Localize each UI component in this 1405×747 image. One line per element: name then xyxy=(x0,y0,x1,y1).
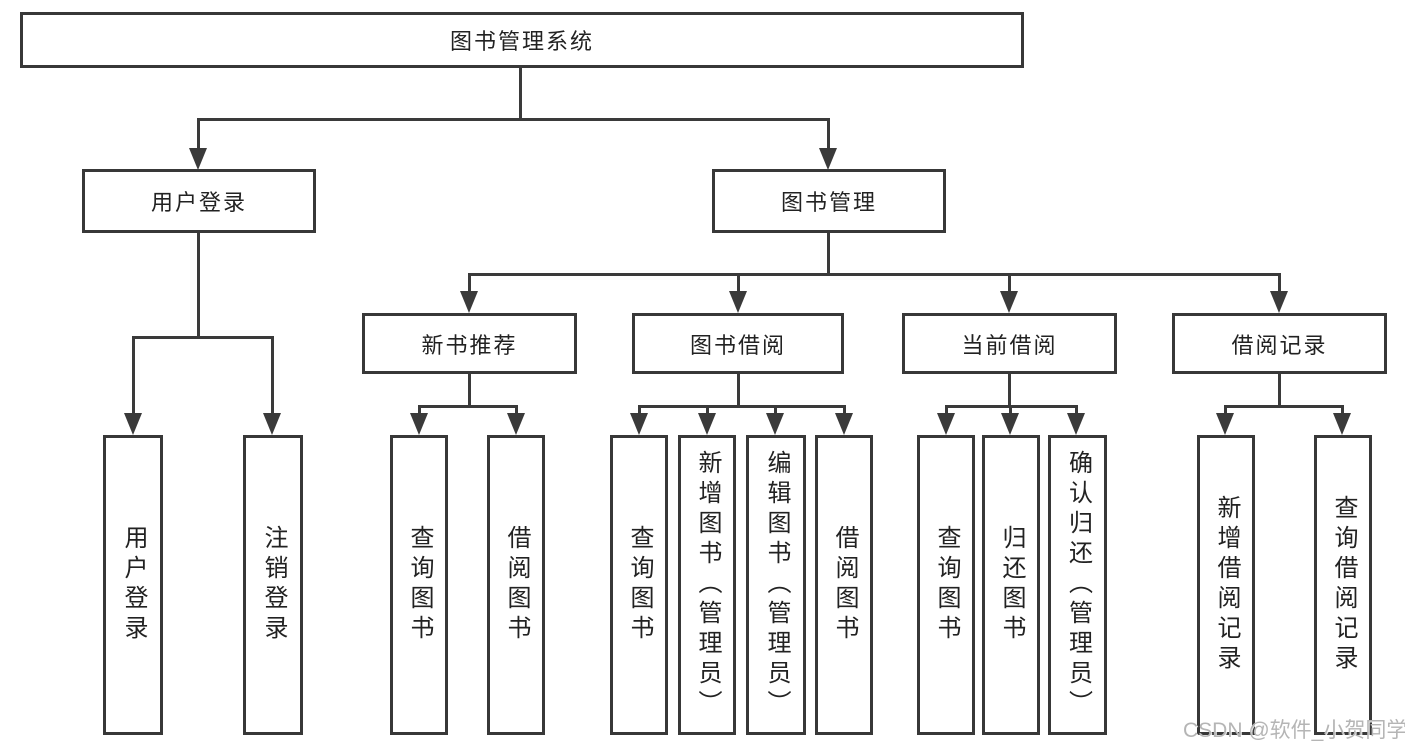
connector-line xyxy=(1278,374,1281,405)
connector-line xyxy=(418,405,421,414)
leaf-edit-book-admin: 编辑图书（管理员） xyxy=(746,435,806,735)
connector-arrowhead xyxy=(1067,413,1085,435)
connector-line xyxy=(638,405,846,408)
leaf-user-login-label: 用户登录 xyxy=(120,525,147,645)
connector-arrowhead xyxy=(630,413,648,435)
connector-line xyxy=(1075,405,1078,414)
connector-arrowhead xyxy=(1000,291,1018,313)
connector-line xyxy=(418,405,518,408)
connector-arrowhead xyxy=(189,148,207,170)
connector-line xyxy=(1224,405,1227,414)
connector-line xyxy=(1341,405,1344,414)
leaf-logout: 注销登录 xyxy=(243,435,303,735)
node-borrowing-records-label: 借阅记录 xyxy=(1231,332,1328,358)
connector-line xyxy=(197,233,200,336)
connector-arrowhead xyxy=(766,413,784,435)
connector-line xyxy=(827,118,830,149)
leaf-edit-book-admin-label: 编辑图书（管理员） xyxy=(763,450,790,720)
node-user-login-label: 用户登录 xyxy=(150,190,247,215)
connector-line xyxy=(197,118,830,121)
leaf-query-borrow-record: 查询借阅记录 xyxy=(1314,435,1372,735)
leaf-borrow-books-borrowing-label: 借阅图书 xyxy=(831,525,858,645)
connector-line xyxy=(132,336,274,339)
leaf-query-books-recommend: 查询图书 xyxy=(390,435,448,735)
leaf-query-books-borrowing: 查询图书 xyxy=(610,435,668,735)
connector-line xyxy=(706,405,709,414)
connector-line xyxy=(468,273,471,293)
leaf-user-login: 用户登录 xyxy=(103,435,163,735)
leaf-query-books-borrowing-label: 查询图书 xyxy=(626,525,653,645)
watermark: CSDN @软件_小贺同学 xyxy=(1183,719,1405,742)
connector-arrowhead xyxy=(835,413,853,435)
connector-line xyxy=(519,68,522,118)
leaf-add-borrow-record: 新增借阅记录 xyxy=(1197,435,1255,735)
leaf-logout-label: 注销登录 xyxy=(260,525,287,645)
connector-line xyxy=(1008,273,1011,293)
connector-line xyxy=(1009,405,1012,414)
connector-line xyxy=(1278,273,1281,293)
leaf-query-books-recommend-label: 查询图书 xyxy=(406,525,433,645)
leaf-confirm-return-admin-label: 确认归还（管理员） xyxy=(1064,450,1092,720)
leaf-borrow-books-borrowing: 借阅图书 xyxy=(815,435,873,735)
connector-arrowhead xyxy=(729,291,747,313)
connector-line xyxy=(945,405,948,414)
leaf-add-book-admin: 新增图书（管理员） xyxy=(678,435,736,735)
connector-line xyxy=(271,336,274,413)
node-book-management-label: 图书管理 xyxy=(780,190,877,215)
connector-arrowhead xyxy=(460,291,478,313)
connector-arrowhead xyxy=(124,413,142,435)
connector-line xyxy=(737,273,740,293)
connector-line xyxy=(638,405,641,414)
connector-line xyxy=(774,405,777,414)
node-root-label: 图书管理系统 xyxy=(449,29,594,54)
connector-arrowhead xyxy=(1333,413,1351,435)
leaf-borrow-books-recommend-label: 借阅图书 xyxy=(503,525,530,645)
connector-line xyxy=(468,273,1281,276)
connector-arrowhead xyxy=(410,413,428,435)
leaf-query-borrow-record-label: 查询借阅记录 xyxy=(1330,495,1357,675)
node-borrowing-records: 借阅记录 xyxy=(1172,313,1387,374)
connector-arrowhead xyxy=(1001,413,1019,435)
leaf-query-books-current: 查询图书 xyxy=(917,435,975,735)
node-book-management: 图书管理 xyxy=(712,169,946,233)
leaf-add-borrow-record-label: 新增借阅记录 xyxy=(1213,495,1240,675)
node-book-borrowing-label: 图书借阅 xyxy=(689,332,786,358)
node-current-borrowing: 当前借阅 xyxy=(902,313,1117,374)
node-new-book-recommend: 新书推荐 xyxy=(362,313,577,374)
connector-arrowhead xyxy=(263,413,281,435)
leaf-query-books-current-label: 查询图书 xyxy=(933,525,960,645)
connector-line xyxy=(843,405,846,414)
connector-line xyxy=(468,374,471,405)
node-book-borrowing: 图书借阅 xyxy=(632,313,844,374)
connector-line xyxy=(515,405,518,414)
connector-line xyxy=(197,118,200,149)
connector-line xyxy=(737,374,740,405)
node-root: 图书管理系统 xyxy=(20,12,1024,68)
connector-arrowhead xyxy=(819,148,837,170)
leaf-borrow-books-recommend: 借阅图书 xyxy=(487,435,545,735)
leaf-add-book-admin-label: 新增图书（管理员） xyxy=(694,450,721,720)
connector-arrowhead xyxy=(1216,413,1234,435)
node-new-book-recommend-label: 新书推荐 xyxy=(421,332,518,358)
connector-arrowhead xyxy=(937,413,955,435)
leaf-confirm-return-admin: 确认归还（管理员） xyxy=(1048,435,1107,735)
connector-line xyxy=(132,336,135,413)
leaf-return-book-label: 归还图书 xyxy=(998,525,1025,645)
connector-line xyxy=(1224,405,1344,408)
node-current-borrowing-label: 当前借阅 xyxy=(961,332,1058,358)
connector-arrowhead xyxy=(698,413,716,435)
connector-arrowhead xyxy=(1270,291,1288,313)
node-user-login: 用户登录 xyxy=(82,169,316,233)
connector-line xyxy=(1008,374,1011,405)
connector-arrowhead xyxy=(507,413,525,435)
leaf-return-book: 归还图书 xyxy=(982,435,1040,735)
connector-line xyxy=(827,233,830,273)
